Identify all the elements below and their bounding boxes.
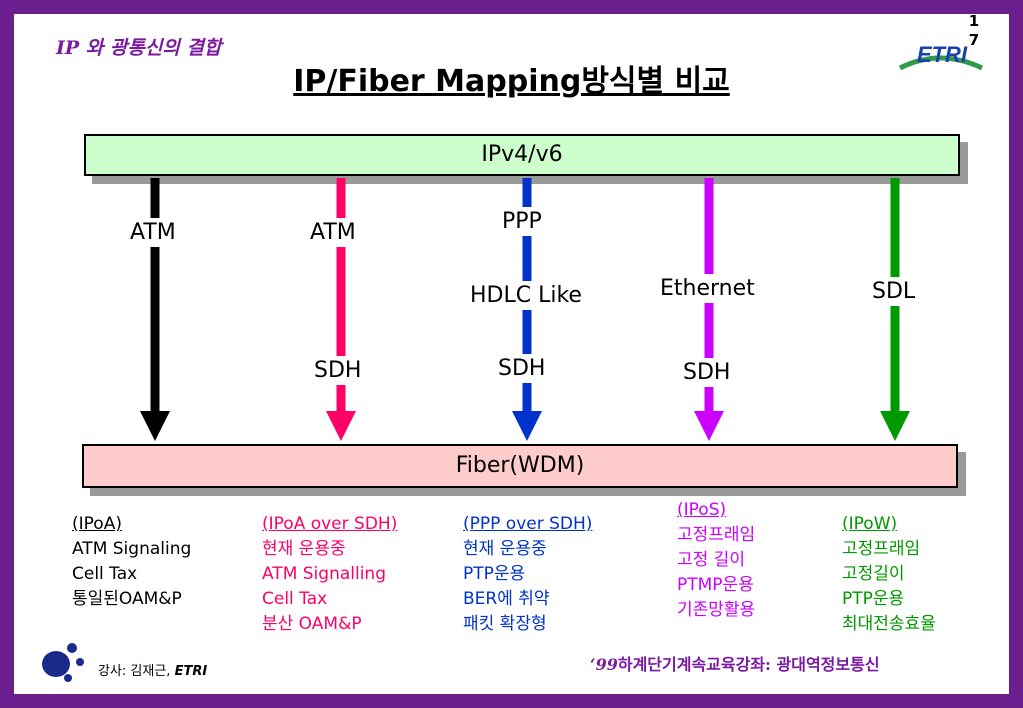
logo-dot: [76, 658, 84, 666]
col4-label-sdh: SDH: [679, 358, 735, 387]
col2-label-atm: ATM: [306, 218, 360, 247]
arrow-head: [512, 411, 542, 441]
col4-line: 기존망활용: [677, 600, 756, 620]
slide-title: IP/Fiber Mapping방식별 비교: [293, 64, 730, 99]
logo-dot: [67, 643, 77, 653]
page-number-digit: 1: [968, 12, 980, 30]
col2-line: 현재 운용중: [262, 539, 346, 559]
course-name: 하계단기계속교육강좌: 광대역정보통신: [617, 655, 880, 674]
col1-label-atm: ATM: [126, 218, 180, 247]
speaker-credit: 강사: 김재근, ETRI: [98, 660, 207, 679]
col1-line: 통일된OAM&P: [72, 589, 182, 609]
col3-line: 패킷 확장형: [463, 614, 547, 634]
col5-label-sdl: SDL: [868, 277, 920, 306]
col4-label-ethernet: Ethernet: [656, 274, 759, 303]
col5-description: (IPoW) 고정프래임 고정길이 PTP운용 최대전송효율: [842, 512, 936, 637]
arrow-shaft: [336, 178, 346, 413]
col2-description: (IPoA over SDH) 현재 운용중 ATM Signalling Ce…: [262, 512, 397, 637]
col3-description: (PPP over SDH) 현재 운용중 PTP운용 BER에 취약 패킷 확…: [463, 512, 592, 637]
col1-line: Cell Tax: [72, 564, 138, 584]
etri-logo: ETRI: [898, 42, 984, 71]
page-number-digit: 7: [968, 31, 980, 49]
arrow-head: [694, 411, 724, 441]
col3-label-sdh: SDH: [494, 354, 550, 383]
col4-heading: (IPoS): [677, 500, 727, 520]
col3-line: BER에 취약: [463, 589, 550, 609]
arrow-head: [326, 411, 356, 441]
speaker-org: ETRI: [174, 664, 208, 679]
arrow-head: [140, 411, 170, 441]
logo-dot: [64, 674, 72, 682]
col4-line: 고정 길이: [677, 550, 745, 570]
col1-description: (IPoA) ATM Signaling Cell Tax 통일된OAM&P: [72, 512, 191, 612]
col3-heading: (PPP over SDH): [463, 514, 593, 534]
col3-label-ppp: PPP: [498, 207, 546, 236]
col4-line: PTMP운용: [677, 575, 754, 595]
col2-line: 분산 OAM&P: [262, 614, 362, 634]
logo-text: ETRI: [917, 42, 968, 67]
col5-line: 고정프래임: [842, 539, 921, 559]
col1-heading: (IPoA): [72, 514, 122, 534]
col2-label-sdh: SDH: [310, 356, 366, 385]
arrow-shaft: [150, 178, 160, 413]
col5-line: 최대전송효율: [842, 614, 936, 634]
col5-heading: (IPoW): [842, 514, 898, 534]
col1-line: ATM Signaling: [72, 539, 192, 559]
course-year: ‘99: [590, 655, 618, 674]
col4-line: 고정프래임: [677, 525, 756, 545]
page-number: 1 7: [964, 12, 984, 50]
course-title: ‘99하계단기계속교육강좌: 광대역정보통신: [590, 651, 880, 675]
col2-line: ATM Signalling: [262, 564, 386, 584]
logo-arc: [898, 55, 984, 71]
col4-description: (IPoS) 고정프래임 고정 길이 PTMP운용 기존망활용: [677, 498, 755, 623]
header-title: IP 와 광통신의 결합: [56, 37, 222, 59]
arrow-head: [880, 411, 910, 441]
col3-line: 현재 운용중: [463, 539, 547, 559]
col5-line: PTP운용: [842, 589, 905, 609]
speaker-name: 강사: 김재근,: [98, 664, 175, 679]
fiber-layer-box: Fiber(WDM): [82, 444, 958, 488]
ip-layer-box: IPv4/v6: [84, 134, 960, 176]
col2-heading: (IPoA over SDH): [262, 514, 398, 534]
col5-line: 고정길이: [842, 564, 905, 584]
col2-line: Cell Tax: [262, 589, 328, 609]
lecturer-mark-logo: [42, 643, 84, 682]
col3-label-hdlc: HDLC Like: [466, 281, 586, 310]
col3-line: PTP운용: [463, 564, 526, 584]
logo-blob: [42, 651, 70, 677]
